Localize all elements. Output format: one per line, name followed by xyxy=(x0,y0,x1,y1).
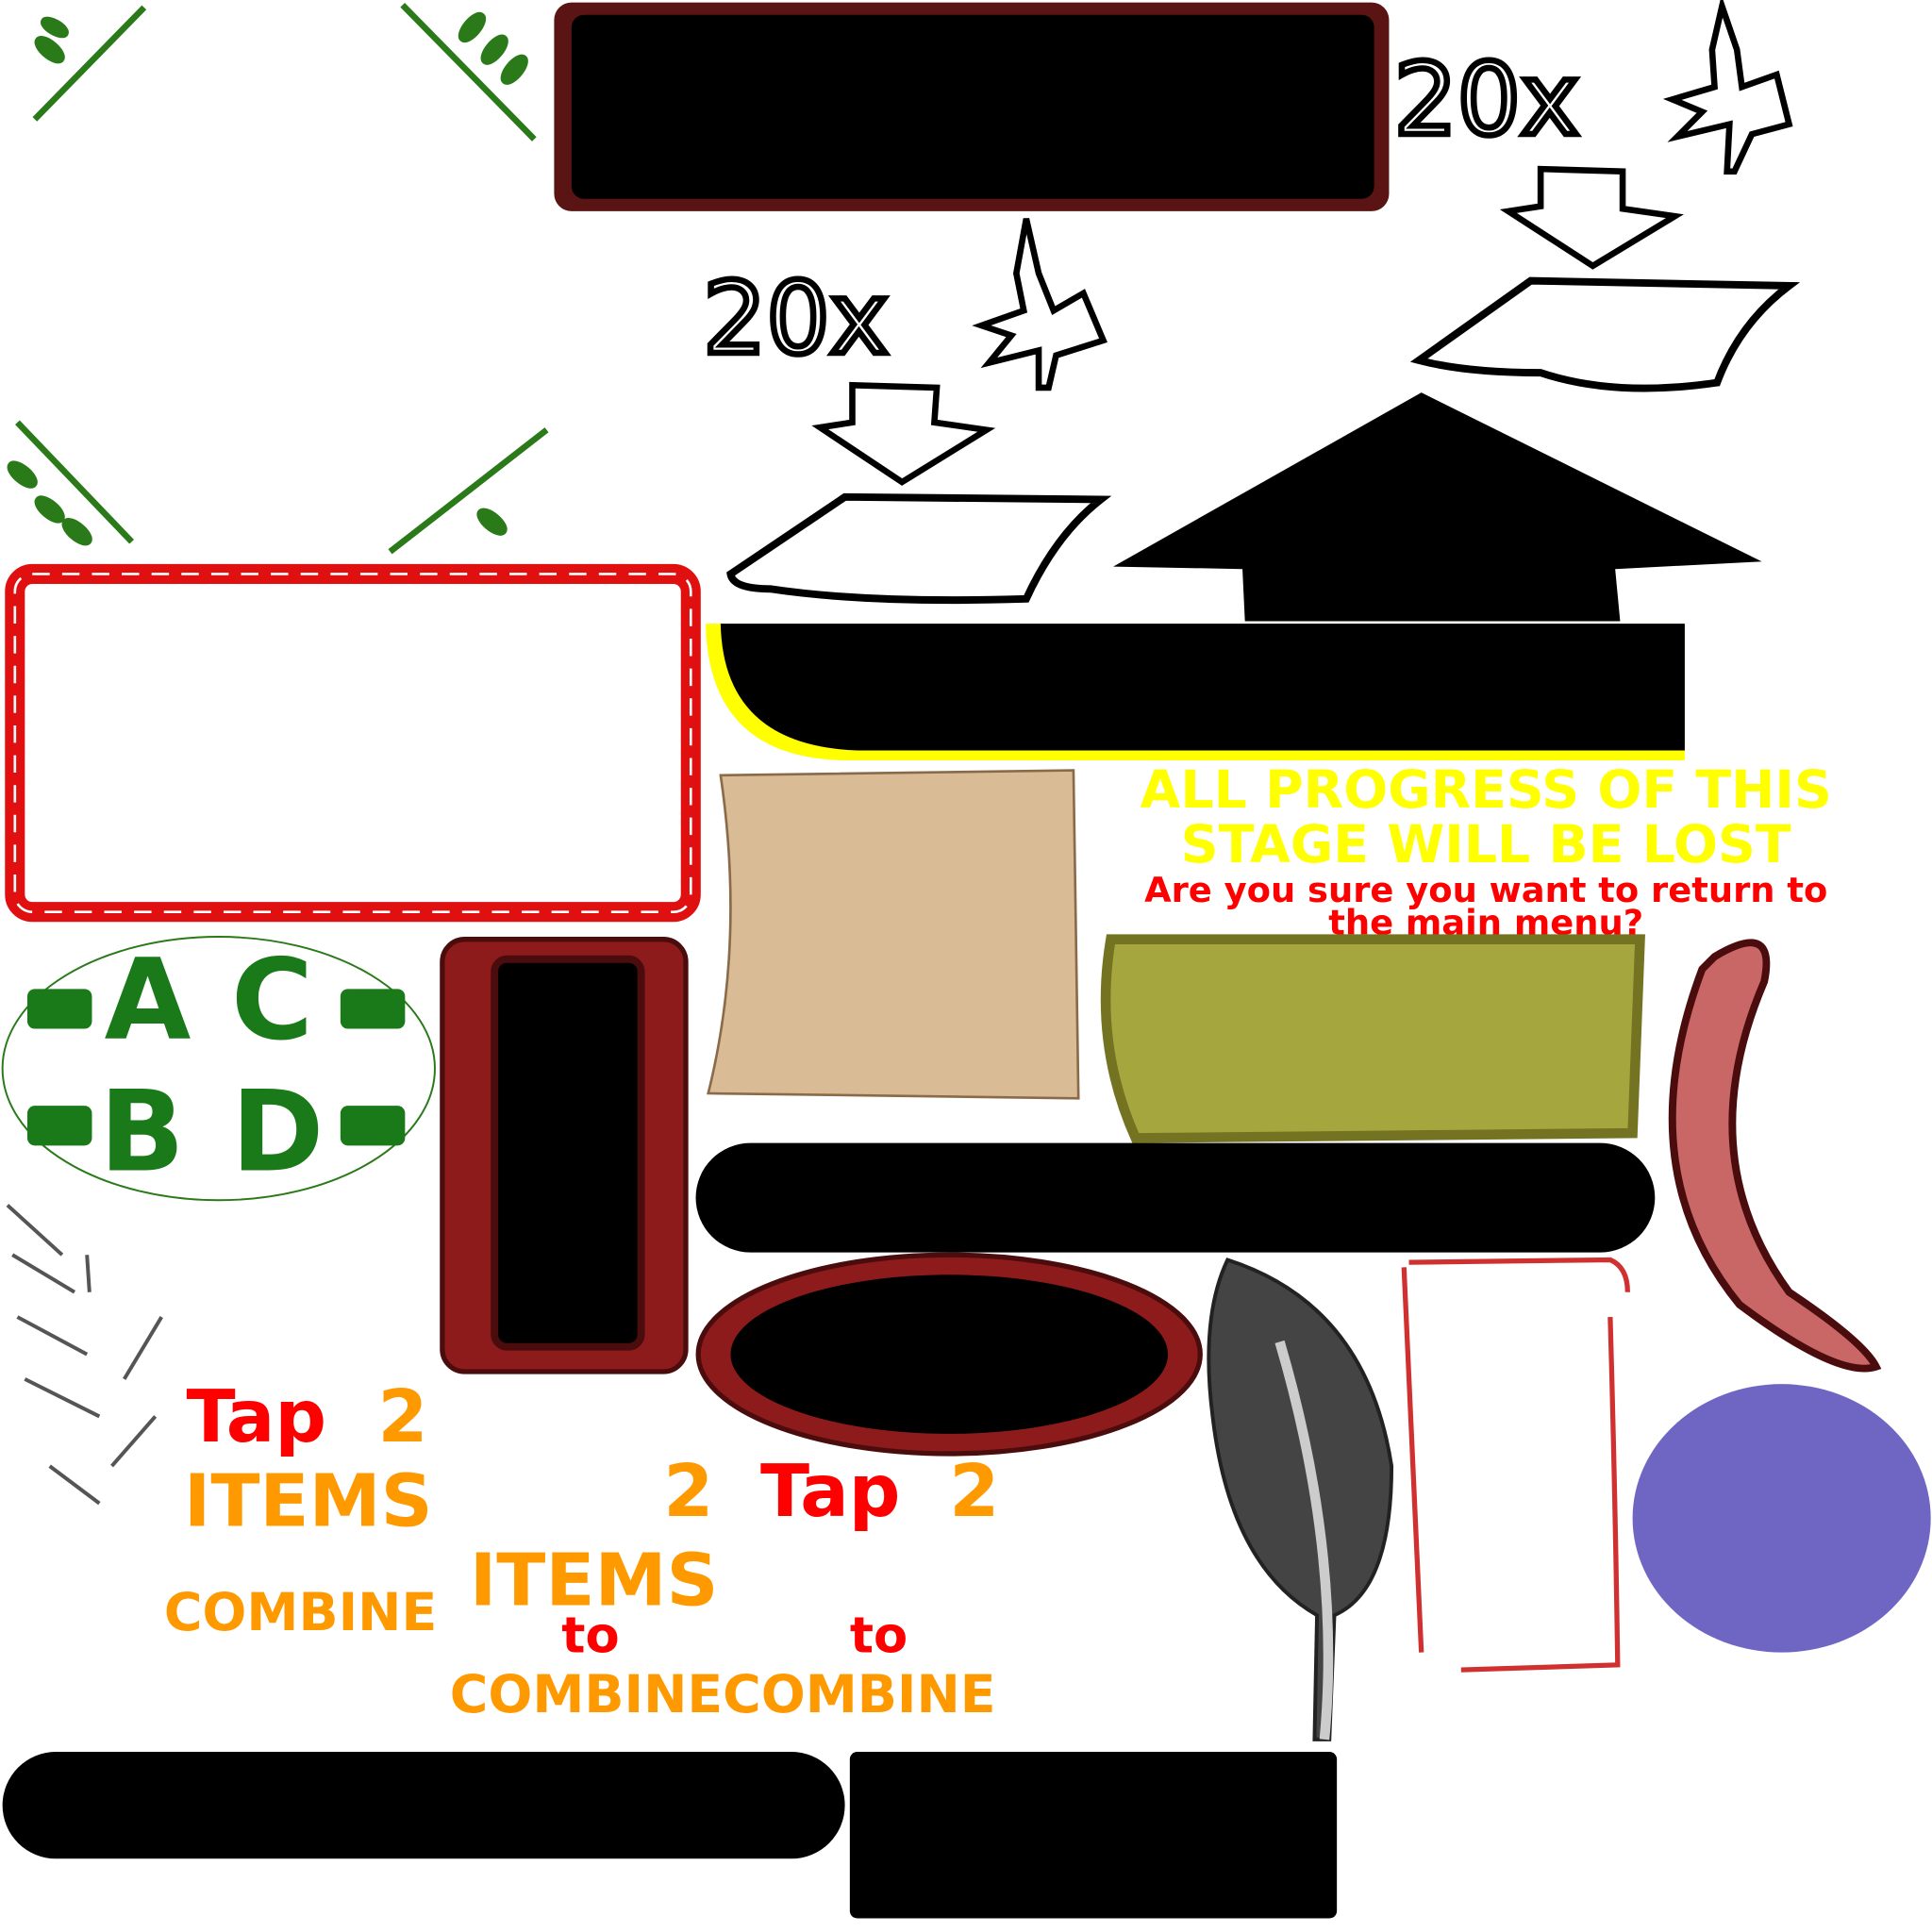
button-pad xyxy=(340,1106,406,1146)
purple-circle xyxy=(1632,1384,1931,1653)
red-outline-frame xyxy=(1401,1257,1630,1673)
button-pad xyxy=(26,1106,92,1146)
cost-label: 20x xyxy=(703,260,888,376)
button-pad xyxy=(26,989,92,1029)
button-letter-c: C xyxy=(231,935,313,1065)
svg-text:to: to xyxy=(561,1607,619,1665)
button-letter-d: D xyxy=(231,1067,324,1197)
button-letter-a: A xyxy=(105,935,192,1065)
rope-frame xyxy=(5,563,701,923)
button-letter-b: B xyxy=(99,1067,184,1197)
leaf-branch-icon xyxy=(7,420,134,546)
svg-text:ITEMS: ITEMS xyxy=(470,1540,719,1624)
svg-text:ITEMS: ITEMS xyxy=(184,1459,433,1543)
svg-text:Tap: Tap xyxy=(760,1450,900,1534)
leaf-branch-icon xyxy=(400,2,537,142)
cost-label: 20x xyxy=(1394,42,1579,158)
leaf-icon xyxy=(972,218,1108,391)
leaf-branch-icon xyxy=(388,427,549,555)
svg-text:2: 2 xyxy=(377,1375,427,1459)
svg-text:Tap: Tap xyxy=(187,1375,326,1459)
leaf-icon xyxy=(1662,0,1793,175)
hint-text-a: Tap 2 ITEMS COMBINE xyxy=(164,1375,437,1643)
svg-text:ALL PROGRESS OF THIS: ALL PROGRESS OF THIS xyxy=(1141,760,1832,821)
hint-text-b: 2 Tap 2 ITEMS to to COMBINECOMBINE xyxy=(450,1450,1000,1725)
feather-sketch-icon xyxy=(6,1204,163,1506)
svg-text:STAGE WILL BE LOST: STAGE WILL BE LOST xyxy=(1181,815,1791,875)
arrow-down-icon xyxy=(1499,165,1684,270)
arrow-up-icon xyxy=(1113,392,1762,622)
svg-text:COMBINECOMBINE: COMBINECOMBINE xyxy=(450,1665,996,1725)
black-pill xyxy=(695,1142,1656,1253)
svg-text:to: to xyxy=(850,1607,908,1665)
button-pad xyxy=(340,989,406,1029)
tan-panel xyxy=(707,769,1080,1100)
svg-text:2: 2 xyxy=(949,1450,999,1534)
black-pill xyxy=(2,1752,845,1859)
svg-text:COMBINE: COMBINE xyxy=(164,1583,437,1643)
olive-panel xyxy=(1100,934,1645,1143)
warning-message: ALL PROGRESS OF THIS STAGE WILL BE LOST … xyxy=(1141,760,1832,942)
svg-text:2: 2 xyxy=(663,1450,713,1534)
arrow-down-icon xyxy=(811,381,996,486)
paper-sheet xyxy=(1409,276,1801,392)
svg-text:Are you sure you want to retur: Are you sure you want to return to xyxy=(1144,870,1827,910)
paper-sheet xyxy=(726,492,1112,605)
black-panel xyxy=(849,1752,1338,1919)
leaf-branch-icon xyxy=(32,5,147,122)
button-guide xyxy=(1,936,436,1202)
feather-icon xyxy=(1207,1257,1394,1741)
curved-handle xyxy=(1668,939,1882,1373)
